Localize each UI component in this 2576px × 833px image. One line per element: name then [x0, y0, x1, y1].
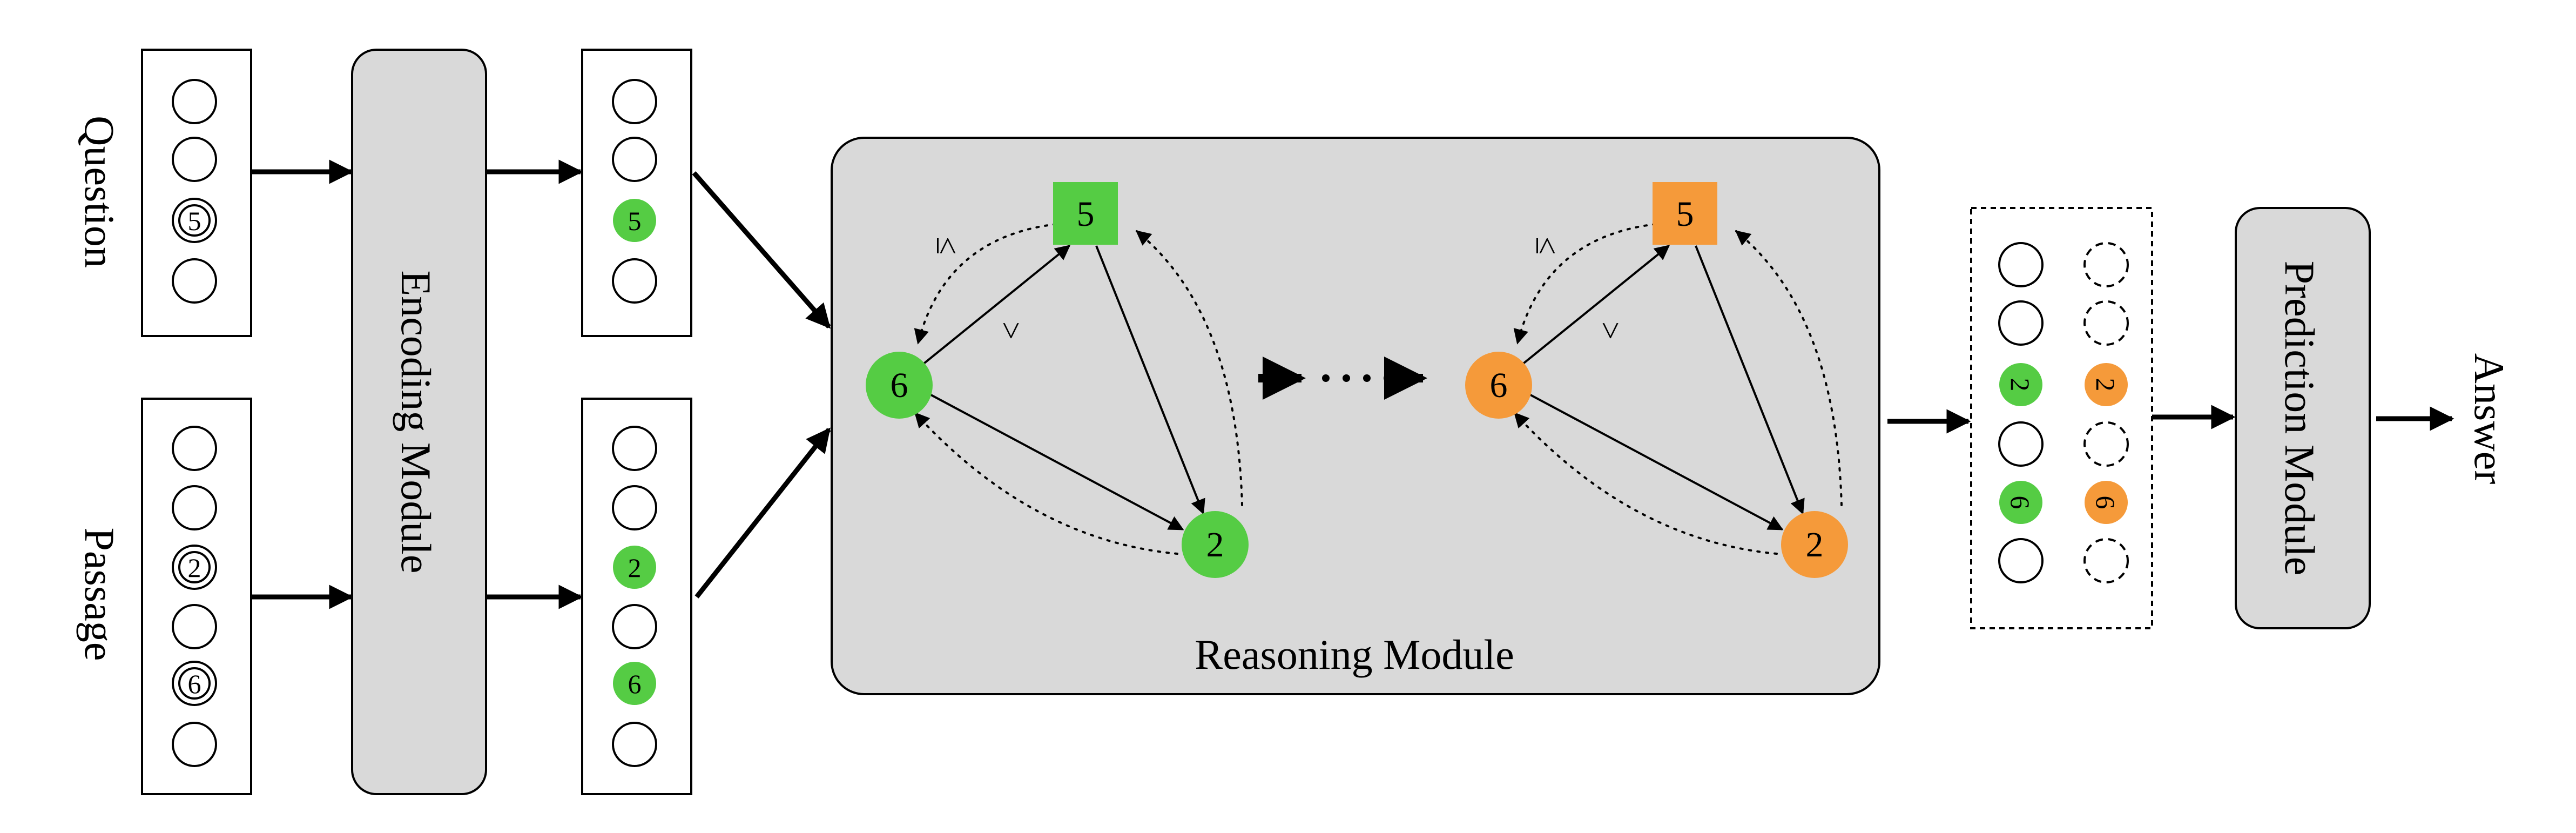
dashed-token-circle [2083, 242, 2129, 287]
passage-label: Passage [76, 528, 123, 661]
question-label: Question [76, 116, 123, 268]
encoded-question-column: 5 [581, 49, 692, 337]
token-circle [612, 722, 657, 767]
node-six-label: 6 [891, 366, 908, 405]
iteration-arrows [1258, 357, 1427, 400]
edge-label-le: ≤ [930, 237, 966, 255]
edge-2-to-5-dotted [1135, 230, 1243, 506]
encoded-passage-number-2: 6 [628, 669, 642, 699]
passage-number-label-2: 6 [188, 669, 201, 699]
edge-6-to-2 [1529, 393, 1784, 530]
prediction-module-label: Prediction Module [2276, 261, 2323, 576]
node-two-label: 2 [1206, 525, 1224, 565]
orange-number-token [2085, 481, 2128, 524]
arrow-passage-to-reasoning [694, 427, 831, 599]
node-six [866, 352, 933, 419]
edge-label-gt: > [993, 321, 1029, 340]
green-number-token [613, 662, 656, 705]
dashed-token-circle [2083, 421, 2129, 467]
token-circle [1998, 300, 2044, 346]
answer-label: Answer [2466, 353, 2513, 485]
output-green-number-2: 2 [2005, 378, 2035, 392]
node-two [1182, 511, 1249, 578]
edge-5-to-6-dotted [914, 223, 1057, 345]
green-number-token [1999, 481, 2042, 524]
number-ring [178, 551, 211, 583]
passage-number-label-1: 2 [188, 553, 201, 583]
passage-token-column: 2 6 [141, 398, 252, 795]
node-two [1781, 511, 1848, 578]
reasoning-module: Reasoning Module ≤ > 5 6 2 [831, 137, 1880, 695]
square-node [1053, 182, 1118, 245]
token-circle [612, 604, 657, 649]
reasoning-module-label: Reasoning Module [1195, 631, 1514, 678]
square-node-label: 5 [1077, 194, 1095, 234]
encoded-question-number: 5 [628, 206, 642, 236]
token-circle [172, 137, 217, 182]
edge-5-to-2 [1695, 245, 1805, 515]
number-graph-final: ≤ > 5 6 2 [1465, 182, 1848, 578]
question-number-label: 5 [188, 206, 201, 236]
encoded-passage-column: 2 6 [581, 398, 692, 795]
output-orange-number-2: 2 [2091, 378, 2121, 392]
node-six [1465, 352, 1532, 419]
token-circle [172, 79, 217, 124]
green-number-token [1999, 363, 2042, 406]
square-node [1653, 182, 1717, 245]
square-node-label: 5 [1676, 194, 1694, 234]
token-circle [612, 137, 657, 182]
token-circle [172, 485, 217, 530]
edge-5-to-6-dotted [1513, 223, 1656, 345]
edge-5-to-2 [1095, 245, 1205, 515]
token-circle [612, 426, 657, 471]
dashed-token-circle [2083, 300, 2129, 346]
node-two-label: 2 [1806, 525, 1824, 565]
edge-label-gt: > [1593, 321, 1628, 340]
number-graph-initial: ≤ > 5 6 2 [866, 182, 1249, 578]
token-circle [1998, 538, 2044, 583]
encoded-passage-number-1: 2 [628, 553, 642, 583]
token-circle [172, 258, 217, 304]
edge-6-to-5 [918, 245, 1071, 368]
arrow-question-to-reasoning [692, 171, 831, 329]
green-number-token [613, 546, 656, 589]
green-number-token [613, 199, 656, 242]
prediction-module: Prediction Module [2235, 207, 2371, 629]
node-six-label: 6 [1490, 366, 1508, 405]
number-ring [178, 667, 211, 700]
orange-number-token [2085, 363, 2128, 406]
edge-label-le: ≤ [1529, 237, 1565, 255]
output-representations: 2 6 2 6 [1970, 207, 2153, 629]
edge-2-to-5-dotted [1735, 230, 1843, 506]
token-circle [612, 79, 657, 124]
question-token-column: 5 [141, 49, 252, 337]
token-circle [612, 485, 657, 530]
token-circle [172, 426, 217, 471]
dashed-token-circle [2083, 538, 2129, 583]
token-circle [1998, 242, 2044, 287]
edge-6-to-5 [1518, 245, 1670, 368]
output-orange-number-6: 6 [2091, 496, 2121, 509]
encoding-module: Encoding Module [351, 49, 487, 795]
token-circle [612, 258, 657, 304]
edge-6-to-2 [929, 393, 1184, 530]
number-ring [178, 204, 211, 237]
token-circle [172, 604, 217, 649]
token-circle [172, 722, 217, 767]
encoding-module-label: Encoding Module [393, 270, 440, 573]
output-green-number-6: 6 [2005, 496, 2035, 509]
token-circle [1998, 421, 2044, 467]
